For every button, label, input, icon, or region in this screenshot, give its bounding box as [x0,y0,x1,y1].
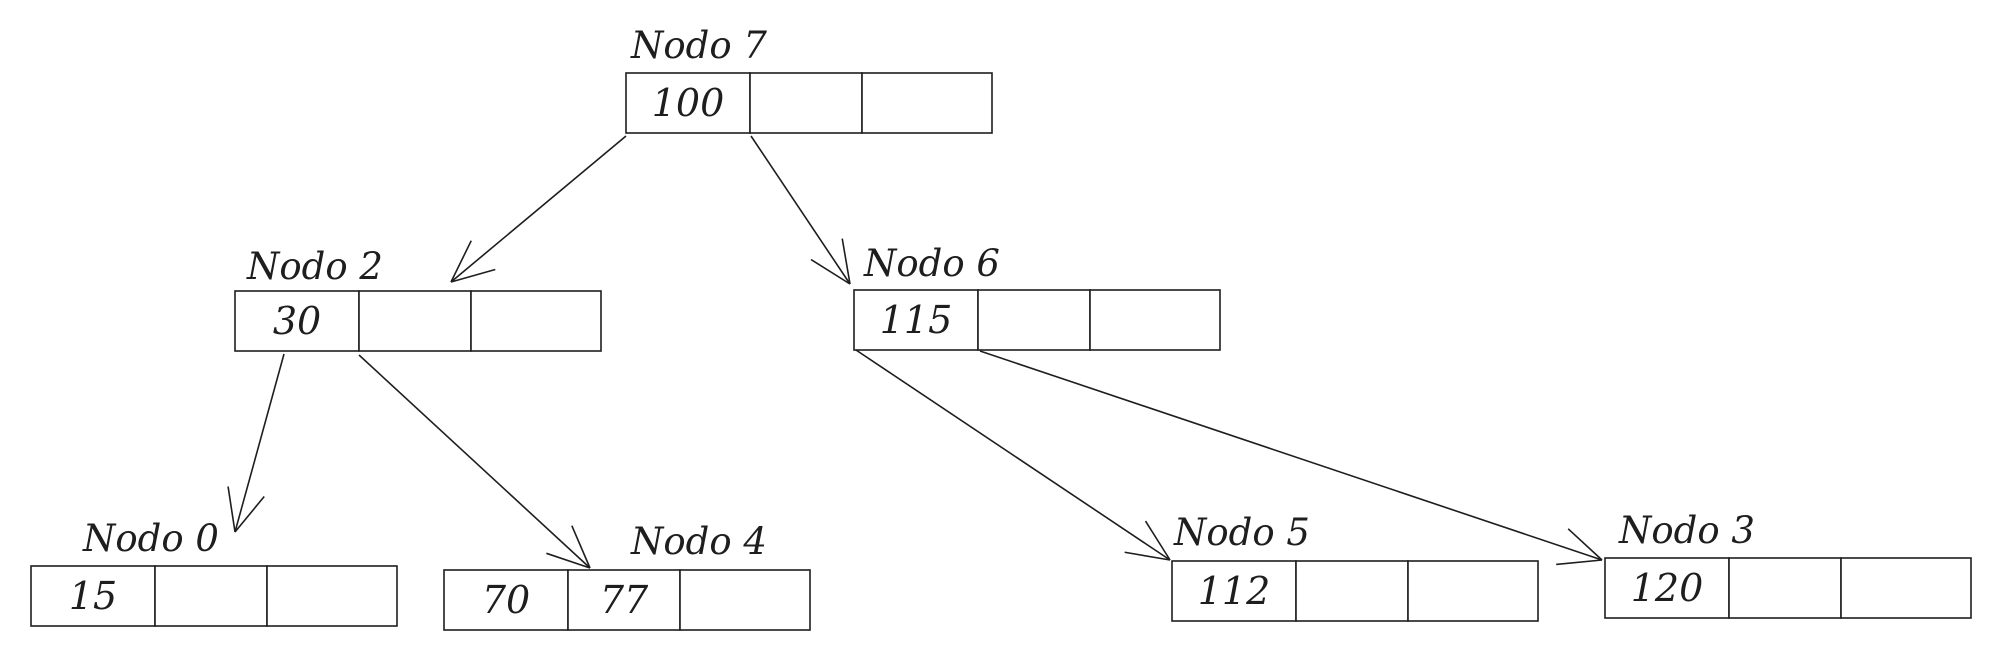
arrowhead-stroke [450,240,472,283]
node-n4: Nodo 4 70 77 [443,520,811,631]
node-n3: Nodo 3 120 [1604,509,1972,619]
key-cell-0 [234,290,360,352]
node-n2: Nodo 2 30 [234,245,602,352]
arrowhead-stroke [234,495,265,533]
key-cell-2 [1840,557,1972,619]
node-n6: Nodo 6 115 [853,242,1221,351]
edge-n7-to-n2 [450,135,627,283]
key-cell-1 [1728,557,1842,619]
key-cell-0 [625,72,751,134]
key-value: 30 [273,299,321,343]
arrowhead-stroke [227,486,236,533]
key-value: 70 [482,578,530,622]
arrowhead-stroke [1556,559,1603,566]
edges-layer [227,135,1603,569]
arrowhead-stroke [450,268,496,283]
edge-n2-to-n0 [227,353,285,533]
node-title: Nodo 4 [630,520,767,563]
key-value: 120 [1631,566,1704,610]
arrowhead-stroke [810,258,851,285]
node-title: Nodo 7 [630,24,767,67]
edge-n6-to-n3 [979,350,1603,566]
key-cell-1 [977,289,1091,351]
key-cell-1 [358,290,472,352]
key-value: 115 [880,298,953,342]
node-title: Nodo 0 [82,517,219,560]
key-cell-2 [679,569,811,631]
arrowhead-stroke [841,238,851,285]
key-cell-1 [749,72,863,134]
edge-n7-to-n6 [750,135,851,285]
edge-line [855,349,1171,561]
key-cell-0 [853,289,979,351]
node-title: Nodo 2 [246,245,383,288]
key-cell-1 [567,569,681,631]
node-n0: Nodo 0 15 [30,517,398,627]
arrowhead-stroke [1567,528,1603,561]
key-value: 15 [69,574,117,618]
key-cell-1 [1295,560,1409,622]
key-value: 77 [600,578,649,622]
key-cell-2 [470,290,602,352]
node-n5: Nodo 5 112 [1171,511,1539,622]
node-n7: Nodo 7 100 [625,24,993,134]
key-cell-0 [443,569,569,631]
edge-line [979,350,1603,561]
key-cell-1 [154,565,268,627]
edge-line [234,353,285,533]
key-cell-2 [1407,560,1539,622]
key-value: 112 [1198,569,1271,613]
arrowhead-stroke [1144,520,1171,561]
key-value: 100 [652,81,725,125]
edge-line [750,135,851,285]
node-title: Nodo 3 [1618,509,1755,552]
arrowhead-stroke [1124,551,1171,561]
arrowhead-stroke [546,552,591,569]
key-cell-2 [266,565,398,627]
edge-line [358,354,591,569]
arrowhead-stroke [571,525,591,569]
key-cell-2 [861,72,993,134]
node-title: Nodo 5 [1173,511,1310,554]
edge-n2-to-n4 [358,354,591,569]
edge-line [450,135,627,283]
key-cell-0 [30,565,156,627]
key-cell-2 [1089,289,1221,351]
edge-n6-to-n5 [855,349,1171,561]
node-title: Nodo 6 [863,242,1000,285]
